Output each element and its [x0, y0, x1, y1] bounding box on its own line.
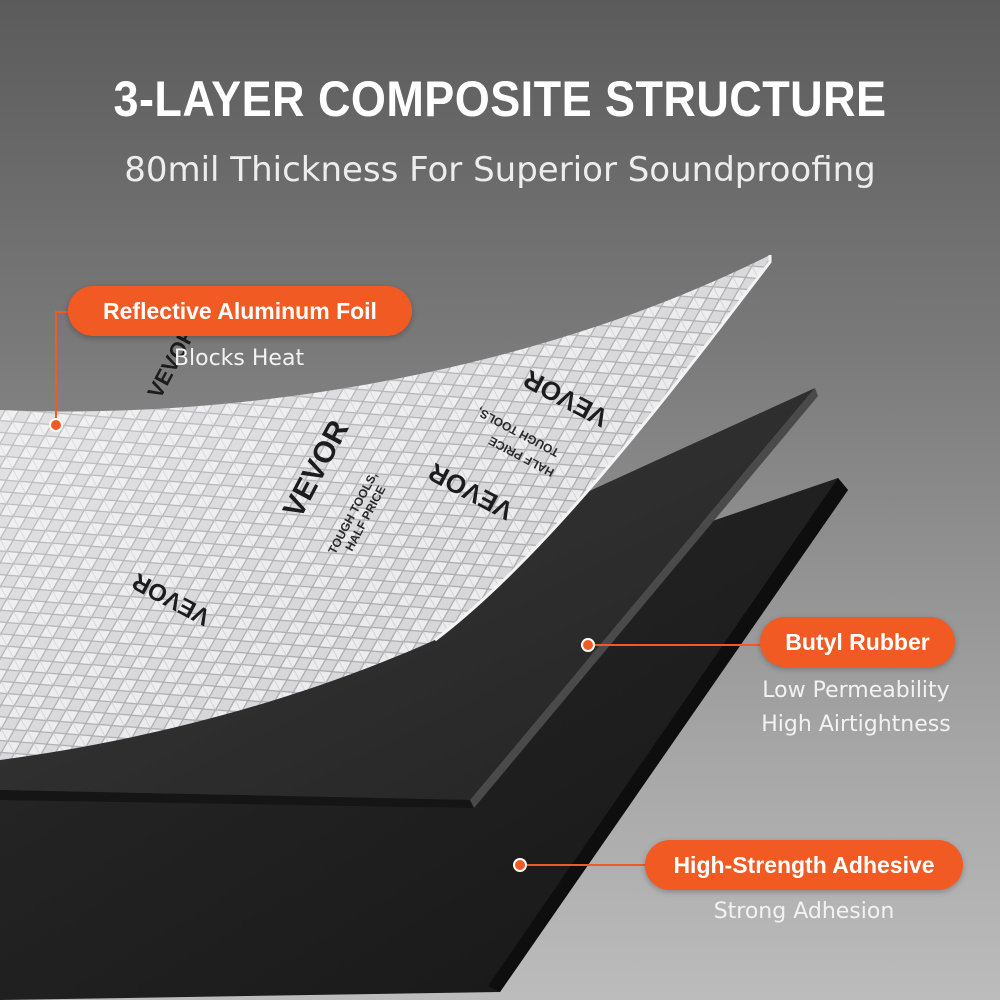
butyl-description-line-2: High Airtightness: [761, 712, 951, 737]
page-title: 3-LAYER COMPOSITE STRUCTURE: [113, 71, 887, 127]
adhesive-callout-line: [527, 864, 657, 866]
butyl-callout-line: [595, 644, 765, 646]
page-subtitle: 80mil Thickness For Superior Soundproofi…: [124, 150, 876, 190]
foil-label-badge: Reflective Aluminum Foil: [68, 286, 412, 336]
butyl-layer-edge: [470, 388, 818, 808]
foil-callout-dot: [49, 418, 63, 432]
adhesive-callout-dot: [513, 858, 527, 872]
adhesive-description-line-1: Strong Adhesion: [713, 899, 895, 924]
butyl-description-line-1: Low Permeability: [762, 678, 950, 703]
adhesive-layer-edge: [488, 478, 848, 992]
adhesive-label-badge: High-Strength Adhesive: [645, 840, 963, 890]
butyl-label-badge: Butyl Rubber: [760, 617, 955, 667]
foil-description-line-1: Blocks Heat: [173, 346, 305, 371]
butyl-callout-dot: [581, 638, 595, 652]
foil-callout-line-horizontal: [55, 311, 75, 313]
foil-callout-line-vertical: [55, 311, 57, 421]
